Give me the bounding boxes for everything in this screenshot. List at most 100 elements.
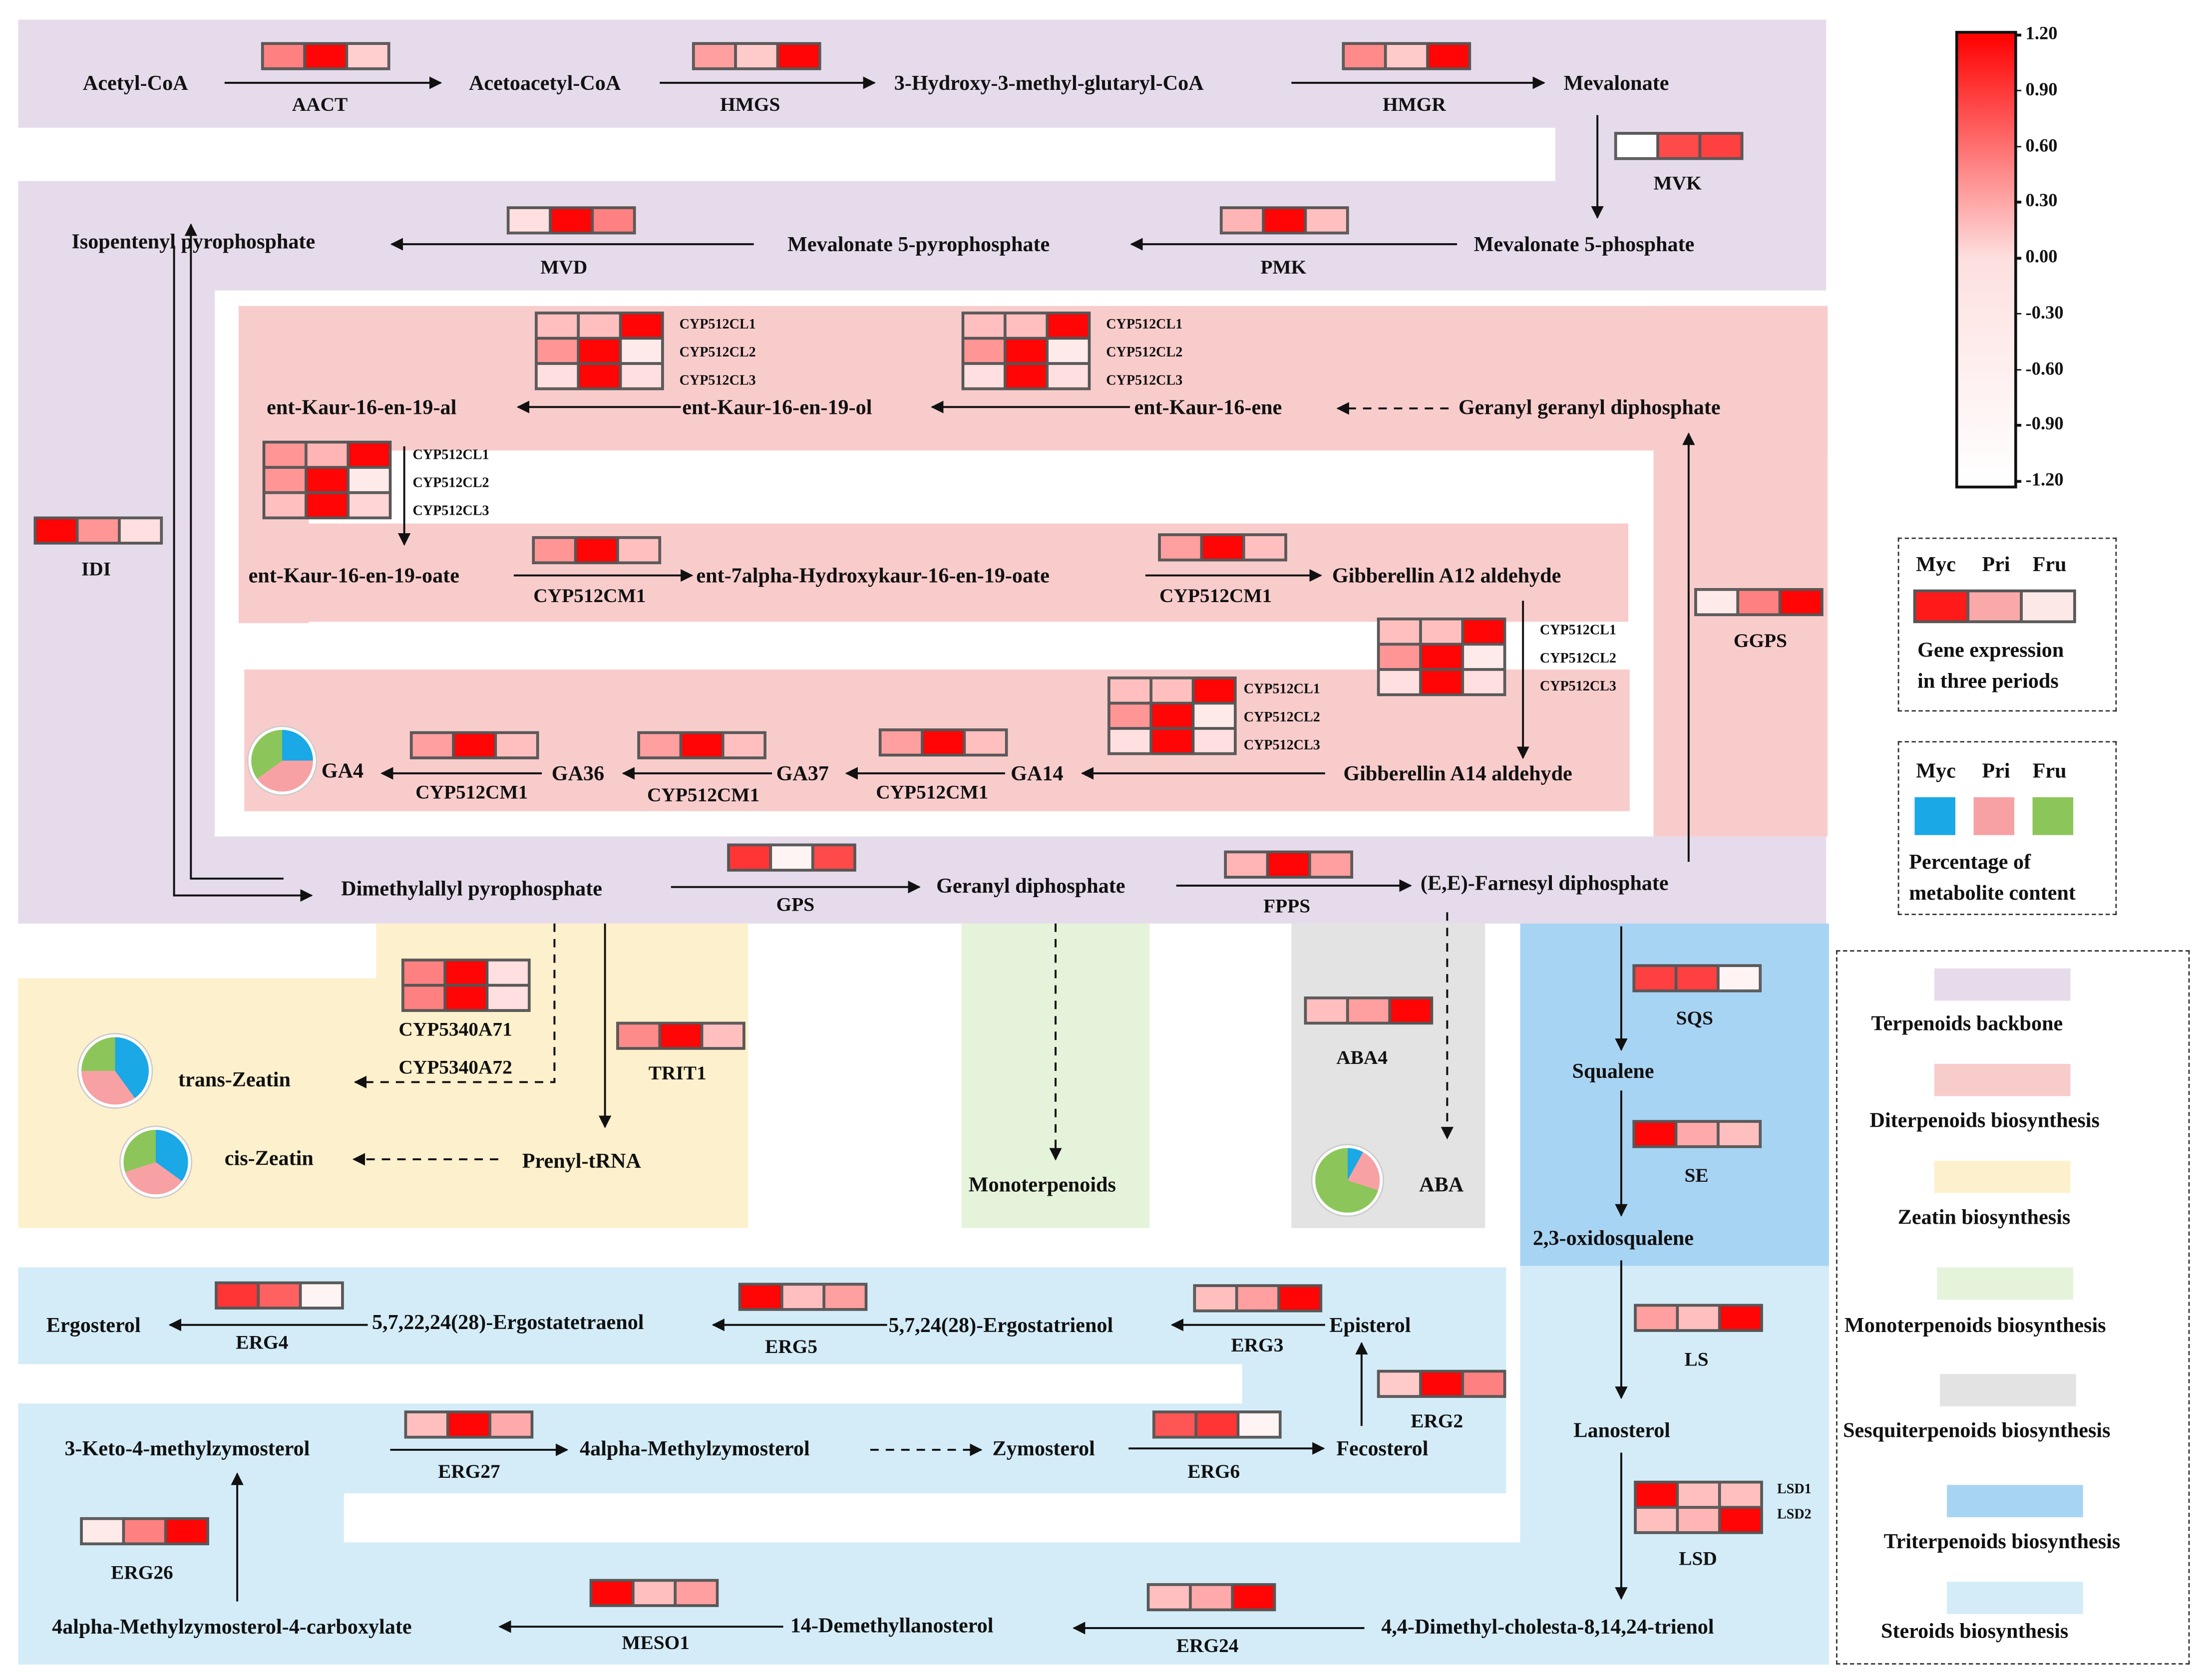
legend-diterpenoids: Diterpenoids biosynthesis — [1869, 1110, 2100, 1133]
scale-tick-mark — [2014, 368, 2022, 371]
heatmap-cell — [536, 363, 579, 389]
heatmap-row — [405, 1412, 532, 1437]
heatmap-row — [35, 518, 162, 543]
heatmap-cell — [1634, 1121, 1676, 1147]
heatmap-row — [536, 338, 663, 364]
enzyme-pmk: PMK — [1260, 258, 1307, 280]
heatmap-cell — [777, 43, 820, 69]
legend-swatch-zeatin — [1934, 1160, 2071, 1193]
heatmap-cell — [1677, 1507, 1720, 1533]
enzyme-erg2: ERG2 — [1411, 1412, 1464, 1433]
heatmap-cell — [1005, 363, 1048, 389]
metabolite-ent-kaur-oate: ent-Kaur-16-en-19-oate — [248, 565, 459, 588]
scale-tick-mark — [2014, 480, 2022, 482]
legend-cell — [1968, 591, 2022, 622]
enzyme-ls: LS — [1684, 1350, 1709, 1371]
enzyme-mvd: MVD — [540, 258, 588, 280]
enzyme-cyp512cm1-a: CYP512CM1 — [533, 587, 646, 608]
metabolite-acetyl-coa: Acetyl-CoA — [82, 73, 188, 96]
heatmap-row — [1635, 1507, 1762, 1533]
heatmap-cell — [1700, 133, 1742, 159]
enzyme-hmgr: HMGR — [1383, 95, 1446, 117]
legend-percentage-line1: Percentage of — [1909, 852, 2031, 875]
heatmap-cell — [1221, 208, 1264, 233]
heatmap-mvk — [1614, 132, 1744, 160]
heatmap-row — [1635, 1305, 1762, 1331]
legend-swatch-monoterpenoids — [1937, 1267, 2074, 1300]
legend-myc: Myc — [1916, 554, 1956, 577]
legend-fru: Fru — [2032, 554, 2067, 577]
heatmap-cell — [1677, 1305, 1720, 1331]
legend-zeatin: Zeatin biosynthesis — [1897, 1207, 2071, 1230]
heatmap-cell — [1193, 677, 1235, 703]
heatmap-row — [963, 313, 1090, 338]
heatmap-row — [1305, 998, 1432, 1023]
heatmap-cell — [306, 442, 349, 468]
heatmap-cell — [1151, 703, 1193, 729]
heatmap-cell — [1719, 1305, 1762, 1331]
heatmap-cell — [963, 313, 1005, 338]
heatmap-row — [264, 492, 390, 518]
metabolite-hmg-coa: 3-Hydroxy-3-methyl-glutaryl-CoA — [894, 73, 1204, 96]
heatmap-row — [1148, 1584, 1275, 1610]
arrow-idi-down — [173, 245, 313, 902]
enzyme-cyp512cm1-c: CYP512CM1 — [876, 783, 989, 804]
heatmap-cell — [1151, 728, 1193, 754]
row-label: CYP512CL2 — [412, 475, 489, 491]
heatmap-row — [533, 537, 660, 563]
enzyme-cyp512cm1-b: CYP512CM1 — [1159, 587, 1272, 608]
heatmap-row — [411, 732, 538, 758]
heatmap-lsd — [1634, 1480, 1763, 1534]
heatmap-cell — [445, 960, 487, 986]
scale-tick-label: 0.60 — [2025, 134, 2058, 155]
heatmap-cell — [348, 467, 390, 493]
heatmap-cell — [1193, 703, 1235, 729]
legend-sesquiterpenoids: Sesquiterpenoids biosynthesis — [1843, 1420, 2111, 1443]
pie-cis-zeatin — [120, 1127, 191, 1197]
enzyme-cyp5340a72: CYP5340A72 — [398, 1058, 512, 1079]
heatmap-cell — [1635, 1305, 1678, 1331]
legend-swatch-steroids — [1947, 1582, 2083, 1614]
legend-cell — [2021, 591, 2075, 622]
enzyme-lsd: LSD — [1679, 1549, 1717, 1571]
legend-gene-expression-line1: Gene expression — [1917, 640, 2064, 663]
heatmap-cell — [1719, 1482, 1762, 1508]
heatmap-cell — [1151, 677, 1193, 703]
heatmap-cell — [1108, 728, 1151, 754]
metabolite-keto-methylzymosterol: 3-Keto-4-methylzymosterol — [64, 1438, 310, 1461]
heatmap-cm1-e — [409, 731, 539, 759]
heatmap-aact — [261, 42, 390, 70]
legend-pri: Pri — [1982, 554, 2010, 577]
metabolite-episterol: Episterol — [1329, 1315, 1411, 1338]
enzyme-erg5: ERG5 — [765, 1338, 818, 1359]
legend-metabolite — [1897, 741, 2117, 915]
row-label: CYP512CL2 — [1106, 345, 1183, 361]
heatmap-cell — [1232, 1584, 1275, 1610]
legend-heatmap-sample — [1913, 589, 2076, 624]
metabolite-trans-zeatin: trans-Zeatin — [178, 1069, 291, 1092]
heatmap-cell — [693, 43, 736, 69]
metabolite-monoterpenoids: Monoterpenoids — [968, 1174, 1116, 1197]
heatmap-cell — [1738, 589, 1780, 615]
heatmap-cell — [739, 1284, 782, 1310]
heatmap-hmgr — [1342, 42, 1471, 70]
enzyme-cyp5340a71: CYP5340A71 — [398, 1020, 512, 1041]
heatmap-cell — [264, 442, 306, 468]
heatmap-cell — [1463, 619, 1505, 645]
heatmap-row — [1378, 644, 1505, 670]
heatmap-row — [1378, 619, 1505, 645]
heatmap-cell — [1615, 133, 1658, 159]
heatmap-cell — [1658, 133, 1700, 159]
heatmap-cell — [1378, 644, 1421, 670]
heatmap-cell — [578, 363, 621, 389]
heatmap-cell — [964, 729, 1007, 755]
metabolite-ent-kaurene: ent-Kaur-16-ene — [1134, 397, 1282, 420]
heatmap-row — [963, 363, 1090, 389]
heatmap-cell — [490, 1412, 532, 1437]
enzyme-aact: AACT — [292, 95, 348, 117]
row-label: CYP512CL1 — [412, 447, 489, 463]
heatmap-cell — [1718, 1121, 1761, 1147]
metabolite-ggpp: Geranyl geranyl diphosphate — [1458, 397, 1721, 420]
enzyme-cyp512cm1-d: CYP512CM1 — [647, 786, 760, 807]
row-label: CYP512CL1 — [1106, 317, 1183, 333]
